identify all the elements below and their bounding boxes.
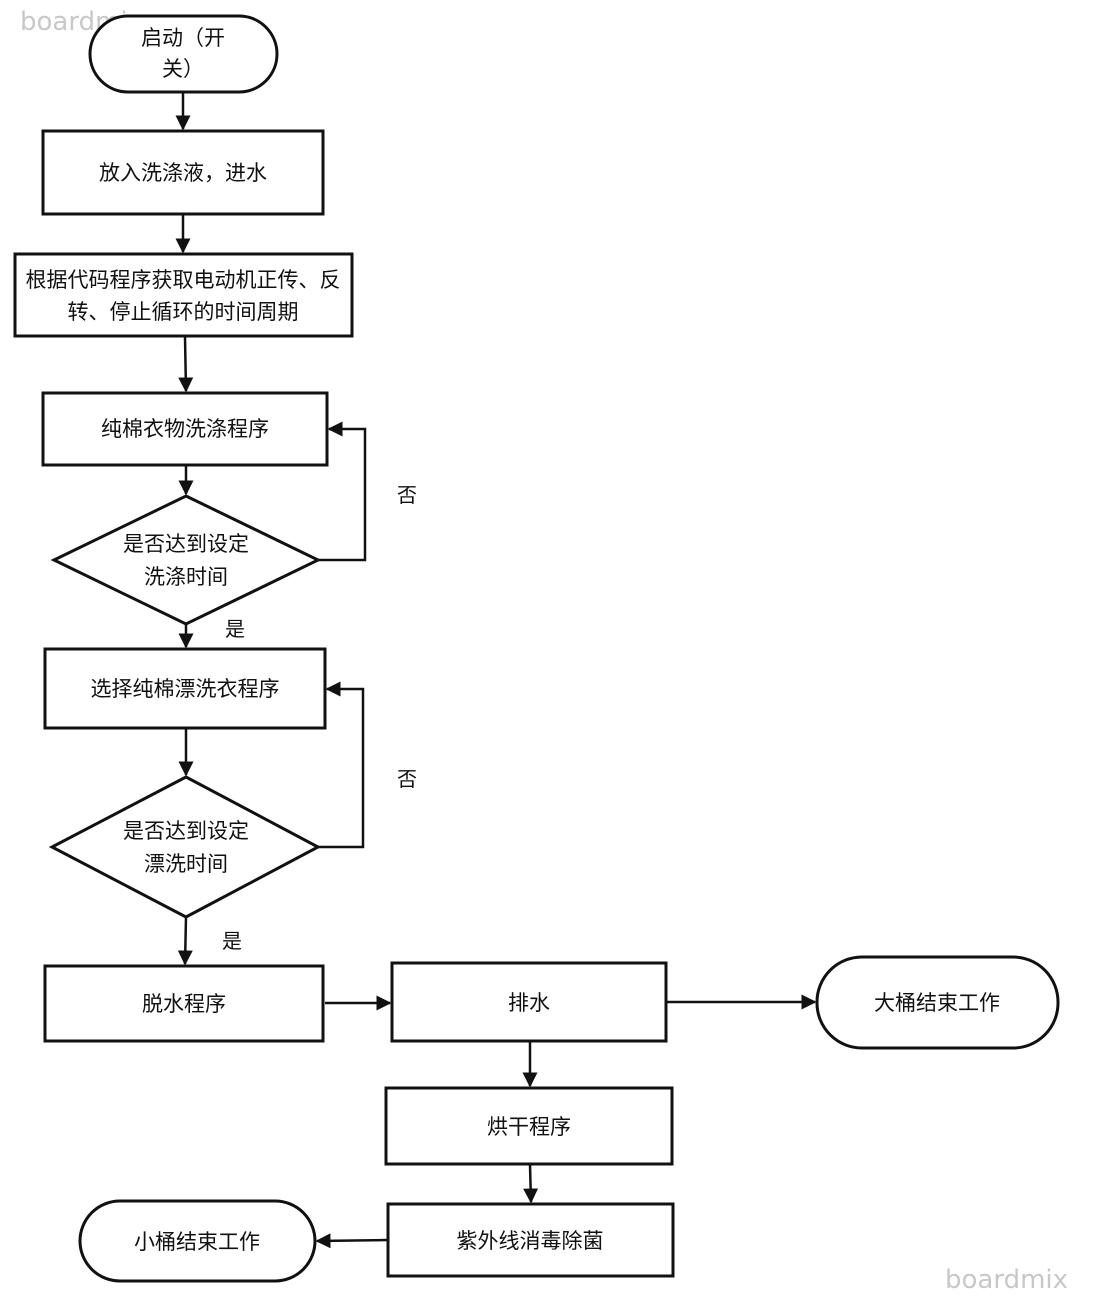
check-wash-label-line2: 洗涤时间 [144, 565, 228, 589]
node-check-wash: 是否达到设定 洗涤时间 [50, 494, 322, 626]
start-label-line2: 关） [162, 57, 204, 81]
node-drain: 排水 [390, 961, 668, 1043]
edge-label-wash-no: 否 [397, 483, 417, 507]
node-get-cycle: 根据代码程序获取电动机正传、反 转、停止循环的时间周期 [13, 252, 354, 338]
big-end-label: 大桶结束工作 [874, 991, 1000, 1015]
edge-dry-to-uv [523, 1164, 539, 1204]
cotton-wash-label: 纯棉衣物洗涤程序 [101, 417, 269, 441]
node-check-rinse: 是否达到设定 漂洗时间 [48, 775, 322, 919]
edge-label-rinse-yes: 是 [222, 929, 242, 953]
uv-label: 紫外线消毒除菌 [457, 1229, 604, 1253]
dry-box [384, 1086, 674, 1166]
start-label-line1: 启动（开 [141, 26, 225, 50]
check-wash-diamond [50, 494, 322, 626]
edge-rinse-no-loop [318, 681, 365, 849]
edges [175, 92, 817, 1249]
check-rinse-label-line1: 是否达到设定 [123, 819, 249, 843]
edge-label-wash-yes: 是 [225, 617, 245, 641]
node-add-detergent: 放入洗涤液，进水 [41, 129, 325, 216]
add-detergent-label: 放入洗涤液，进水 [99, 161, 267, 185]
node-uv: 紫外线消毒除菌 [386, 1202, 675, 1278]
edge-rinse-yes [177, 916, 193, 966]
spin-label: 脱水程序 [142, 992, 226, 1016]
check-wash-label-line1: 是否达到设定 [123, 532, 249, 556]
node-big-end: 大桶结束工作 [815, 955, 1060, 1050]
small-end-label: 小桶结束工作 [134, 1230, 260, 1254]
cotton-wash-box [41, 391, 329, 467]
get-cycle-box [13, 252, 354, 338]
edge-wash-no-loop [318, 421, 367, 562]
uv-box [386, 1202, 675, 1278]
cotton-rinse-box [43, 647, 327, 730]
edge-cycle-to-wash [178, 336, 194, 393]
check-rinse-label-line2: 漂洗时间 [144, 852, 228, 876]
node-spin: 脱水程序 [43, 964, 325, 1043]
node-small-end: 小桶结束工作 [78, 1199, 317, 1283]
watermark-bottom-right: boardmix [945, 1265, 1068, 1295]
node-cotton-wash: 纯棉衣物洗涤程序 [41, 391, 329, 467]
node-cotton-rinse: 选择纯棉漂洗衣程序 [43, 647, 327, 730]
edge-uv-to-small-end [315, 1233, 388, 1249]
add-detergent-box [41, 129, 325, 216]
small-end-terminal [78, 1199, 317, 1283]
spin-box [43, 964, 325, 1043]
dry-label: 烘干程序 [487, 1115, 571, 1139]
node-start: 启动（开 关） [88, 14, 279, 94]
node-dry: 烘干程序 [384, 1086, 674, 1166]
check-rinse-diamond [48, 775, 322, 919]
get-cycle-label-line1: 根据代码程序获取电动机正传、反 [26, 268, 341, 292]
get-cycle-label-line2: 转、停止循环的时间周期 [68, 300, 299, 324]
drain-label: 排水 [508, 991, 550, 1015]
start-terminal [88, 14, 279, 94]
drain-box [390, 961, 668, 1043]
big-end-terminal [815, 955, 1060, 1050]
cotton-rinse-label: 选择纯棉漂洗衣程序 [91, 677, 280, 701]
edge-label-rinse-no: 否 [397, 767, 417, 791]
